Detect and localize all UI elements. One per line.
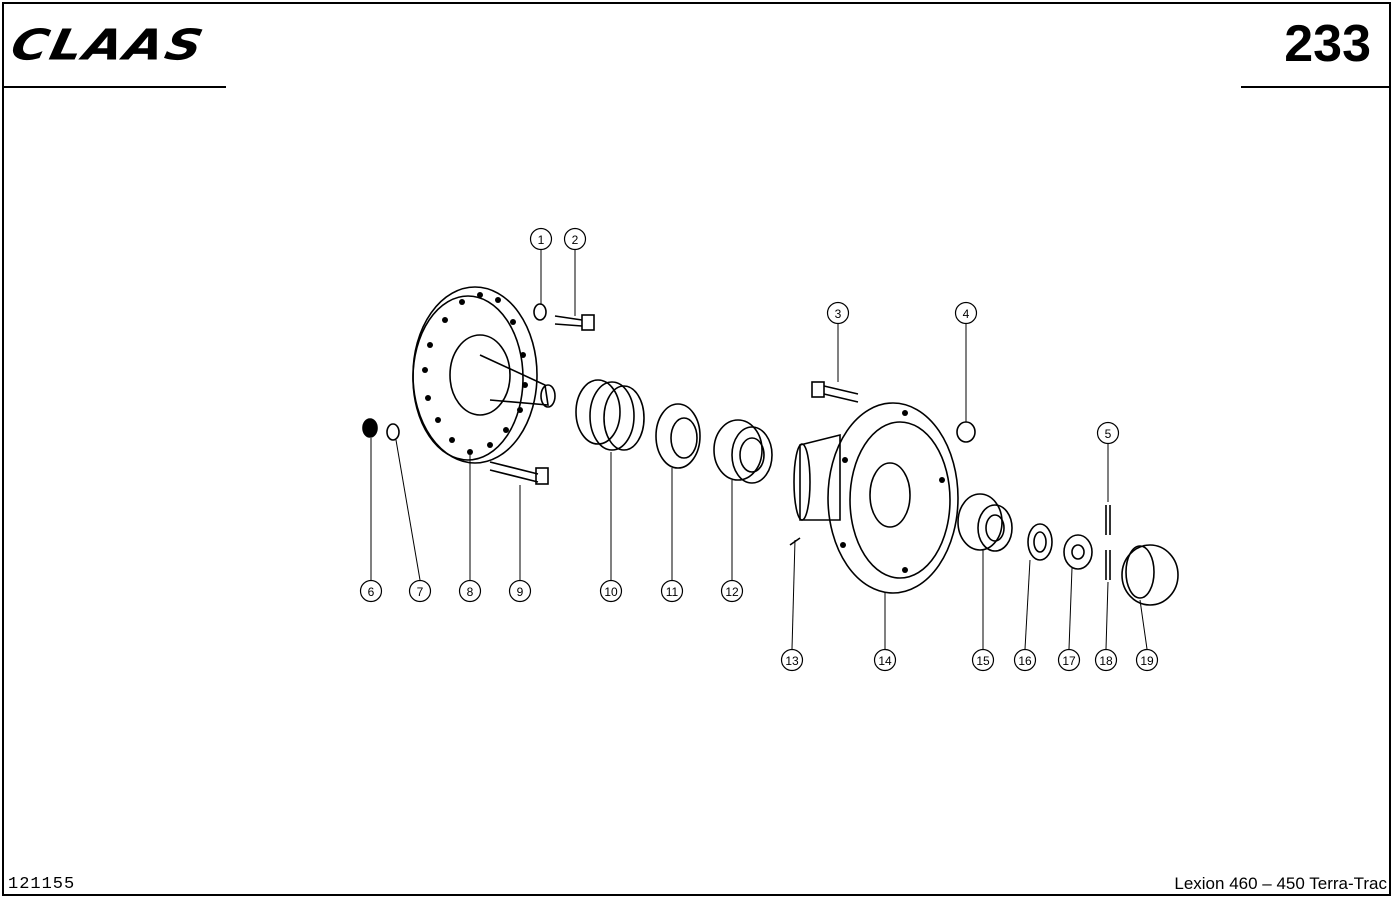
callout-circle [408,579,432,603]
callout-number: 14 [878,654,892,668]
callout-circle [1094,648,1118,672]
callout-number: 7 [417,585,424,599]
leader-line [791,539,796,650]
callout-circle [873,648,897,672]
callout-10: 10 [599,452,623,603]
callout-18: 18 [1094,581,1118,672]
callout-circle [563,227,587,251]
part-14-hub [793,402,959,594]
callout-circle [599,579,623,603]
part-17-castle-nut [1063,534,1093,570]
leader-line [395,439,421,581]
callout-circle [954,301,978,325]
callout-13: 13 [780,539,804,672]
callout-circle [529,227,553,251]
part-8-axle-flange [412,286,556,464]
callout-circle [780,648,804,672]
callout-circle [826,301,850,325]
callout-circle [1013,648,1037,672]
callout-circle [458,579,482,603]
callout-6: 6 [359,438,383,603]
part-3-bolt [811,381,859,403]
callout-circle [359,579,383,603]
callout-circle [508,579,532,603]
callout-5: 5 [1096,421,1120,502]
part-6-nut [362,418,378,438]
callout-number: 1 [538,233,545,247]
part-2-bolt [554,314,595,331]
header-rule-right [1241,86,1391,88]
part-19-cap [1121,544,1179,606]
callout-15: 15 [971,550,995,672]
callout-circle [660,579,684,603]
callout-number: 10 [604,585,618,599]
callout-9: 9 [508,485,532,603]
callout-number: 3 [835,307,842,321]
callout-8: 8 [458,455,482,603]
part-7-washer [386,423,400,441]
callout-number: 11 [666,585,679,599]
leader-line [1139,599,1148,650]
part-5-pin [1105,505,1111,535]
callout-number: 9 [517,585,524,599]
callout-number: 15 [976,654,990,668]
callout-3: 3 [826,301,850,382]
callout-number: 16 [1018,654,1032,668]
callout-circle [1057,648,1081,672]
part-1-washer [533,303,547,321]
callout-number: 5 [1105,427,1112,441]
part-12-bearing [713,419,773,484]
model-name: Lexion 460 – 450 Terra-Trac [1174,874,1387,893]
callout-7: 7 [395,439,432,603]
callout-17: 17 [1057,567,1081,672]
callout-number: 8 [467,585,474,599]
callout-19: 19 [1135,599,1159,672]
part-9-bolt [489,461,549,485]
drawing-number: 121155 [8,875,76,894]
part-10-rings [575,379,645,451]
page-number: 233 [1284,15,1371,73]
callout-circle [1096,421,1120,445]
callout-number: 18 [1099,654,1113,668]
header-rule-left [2,86,226,88]
callout-4: 4 [954,301,978,422]
callout-14: 14 [873,592,897,672]
callout-12: 12 [720,480,744,603]
callout-11: 11 [660,468,684,603]
callout-number: 13 [785,654,799,668]
callout-number: 17 [1062,654,1076,668]
callout-number: 2 [572,233,579,247]
leader-line [1024,559,1031,650]
callout-1: 1 [529,227,553,305]
callout-number: 19 [1140,654,1154,668]
callout-circle [720,579,744,603]
callout-number: 6 [368,585,375,599]
callout-16: 16 [1013,559,1037,672]
leader-line [1068,567,1073,650]
part-15-bearing [957,493,1013,552]
part-18-pin [1105,550,1111,580]
leader-line [1105,581,1109,650]
callout-2: 2 [563,227,587,316]
part-11-seal [655,403,701,469]
callout-circle [971,648,995,672]
callout-circle [1135,648,1159,672]
callout-number: 12 [725,585,739,599]
part-16-washer [1027,523,1053,561]
callout-number: 4 [963,307,970,321]
part-4-nut [956,421,976,443]
